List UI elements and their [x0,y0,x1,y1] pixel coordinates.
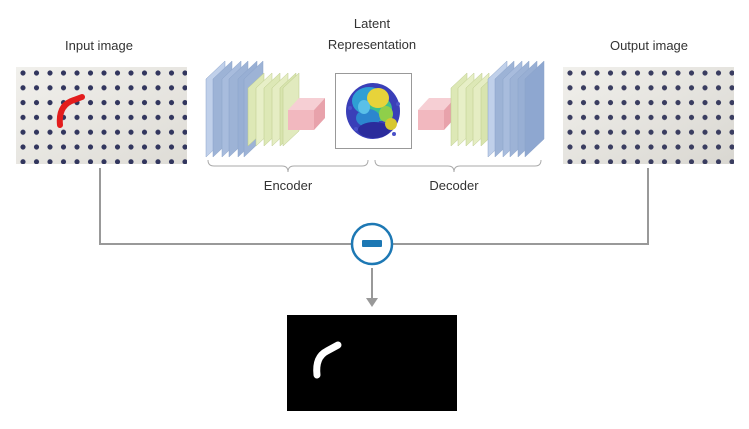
decoder-label: Decoder [429,178,479,193]
anomaly-mask-stroke [313,341,342,379]
input-connector-line [99,168,351,245]
encoder-brace [207,159,369,173]
decoder-network [418,60,545,158]
output-image-label: Output image [609,38,689,53]
encoder-label: Encoder [263,178,313,193]
decoder-input-layer [418,98,455,130]
output-image [563,67,734,164]
decoder-brace [374,159,542,173]
output-connector-line [393,168,649,245]
encoder-bottleneck-layer [288,98,325,130]
latent-label-line1: Latent [353,16,391,31]
decoder-conv-layer-3 [517,60,545,158]
encoder-network [205,60,325,158]
input-image-label: Input image [65,38,133,53]
anomaly-stroke [56,94,85,128]
minus-circle-icon [350,222,394,266]
anomaly-map [287,315,457,411]
latent-representation [335,73,412,149]
latent-label-line2: Representation [327,37,417,52]
down-arrow-icon [366,268,378,307]
input-image [16,67,187,164]
